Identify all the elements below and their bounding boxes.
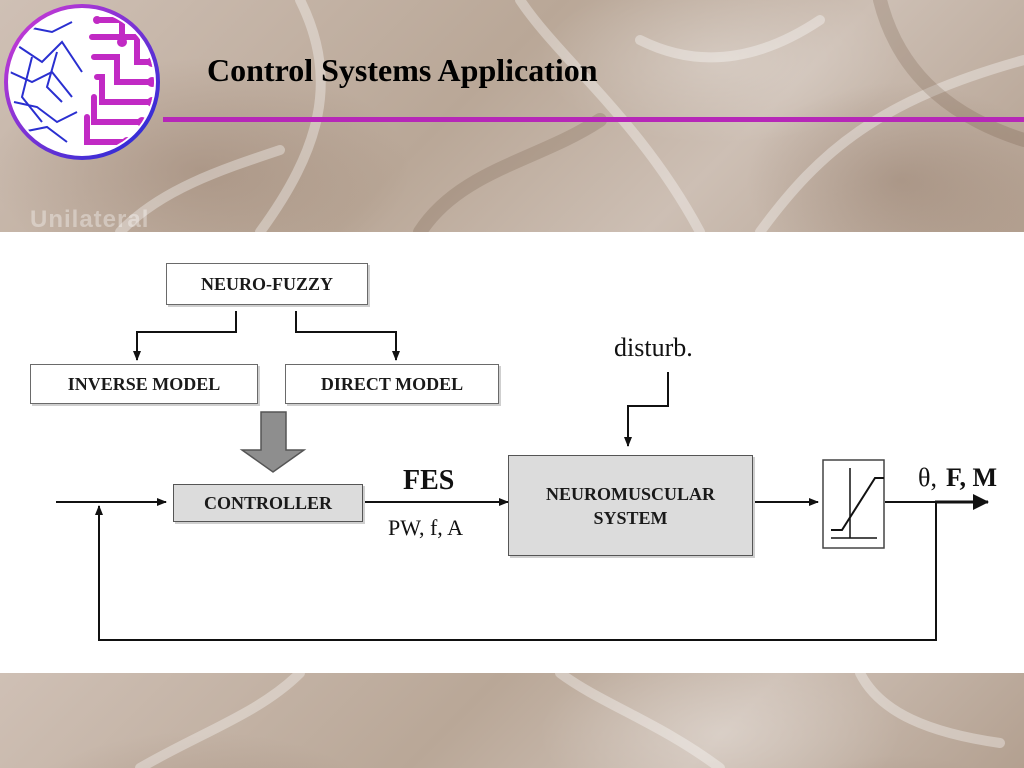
disturbance-label: disturb. — [614, 333, 693, 362]
inverse-model-label: INVERSE MODEL — [67, 373, 221, 394]
direct-model-block: DIRECT MODEL — [285, 364, 499, 404]
fes-label: FES — [403, 465, 455, 496]
title-underline — [163, 117, 1024, 122]
output-theta-label: θ, — [918, 463, 937, 492]
page-title: Control Systems Application — [207, 52, 598, 88]
diagram-connectors — [56, 311, 989, 641]
neuro-fuzzy-block: NEURO-FUZZY — [166, 263, 368, 305]
output-force-moment-label: F, M — [946, 463, 998, 492]
faint-watermark-text: Unilateral — [30, 206, 150, 232]
model-to-controller-arrow — [239, 411, 307, 473]
footer-background — [0, 673, 1024, 768]
arrow-to-inverse-model — [133, 311, 237, 361]
controller-block: CONTROLLER — [173, 484, 363, 522]
feedback-line — [95, 502, 937, 641]
footer-neuron-pattern — [135, 673, 1005, 768]
saturation-block — [822, 459, 885, 549]
controller-label: CONTROLLER — [203, 492, 333, 513]
logo — [2, 2, 164, 162]
inverse-model-block: INVERSE MODEL — [30, 364, 258, 404]
background-neuron-pattern — [115, 0, 1024, 232]
neuromuscular-system-block: NEUROMUSCULAR SYSTEM — [508, 455, 753, 556]
logo-graphic — [4, 4, 160, 160]
disturbance-arrow — [624, 372, 669, 447]
system-label: SYSTEM — [593, 507, 668, 528]
arrow-to-direct-model — [295, 311, 400, 361]
diagram-panel: NEURO-FUZZY INVERSE MODEL DIRECT MODEL C… — [0, 232, 1024, 673]
header-background: Unilateral — [0, 0, 1024, 232]
fes-parameters-label: PW, f, A — [388, 515, 463, 540]
neuro-fuzzy-label: NEURO-FUZZY — [200, 273, 333, 294]
neuromuscular-label: NEUROMUSCULAR — [545, 483, 715, 504]
direct-model-label: DIRECT MODEL — [320, 373, 464, 394]
